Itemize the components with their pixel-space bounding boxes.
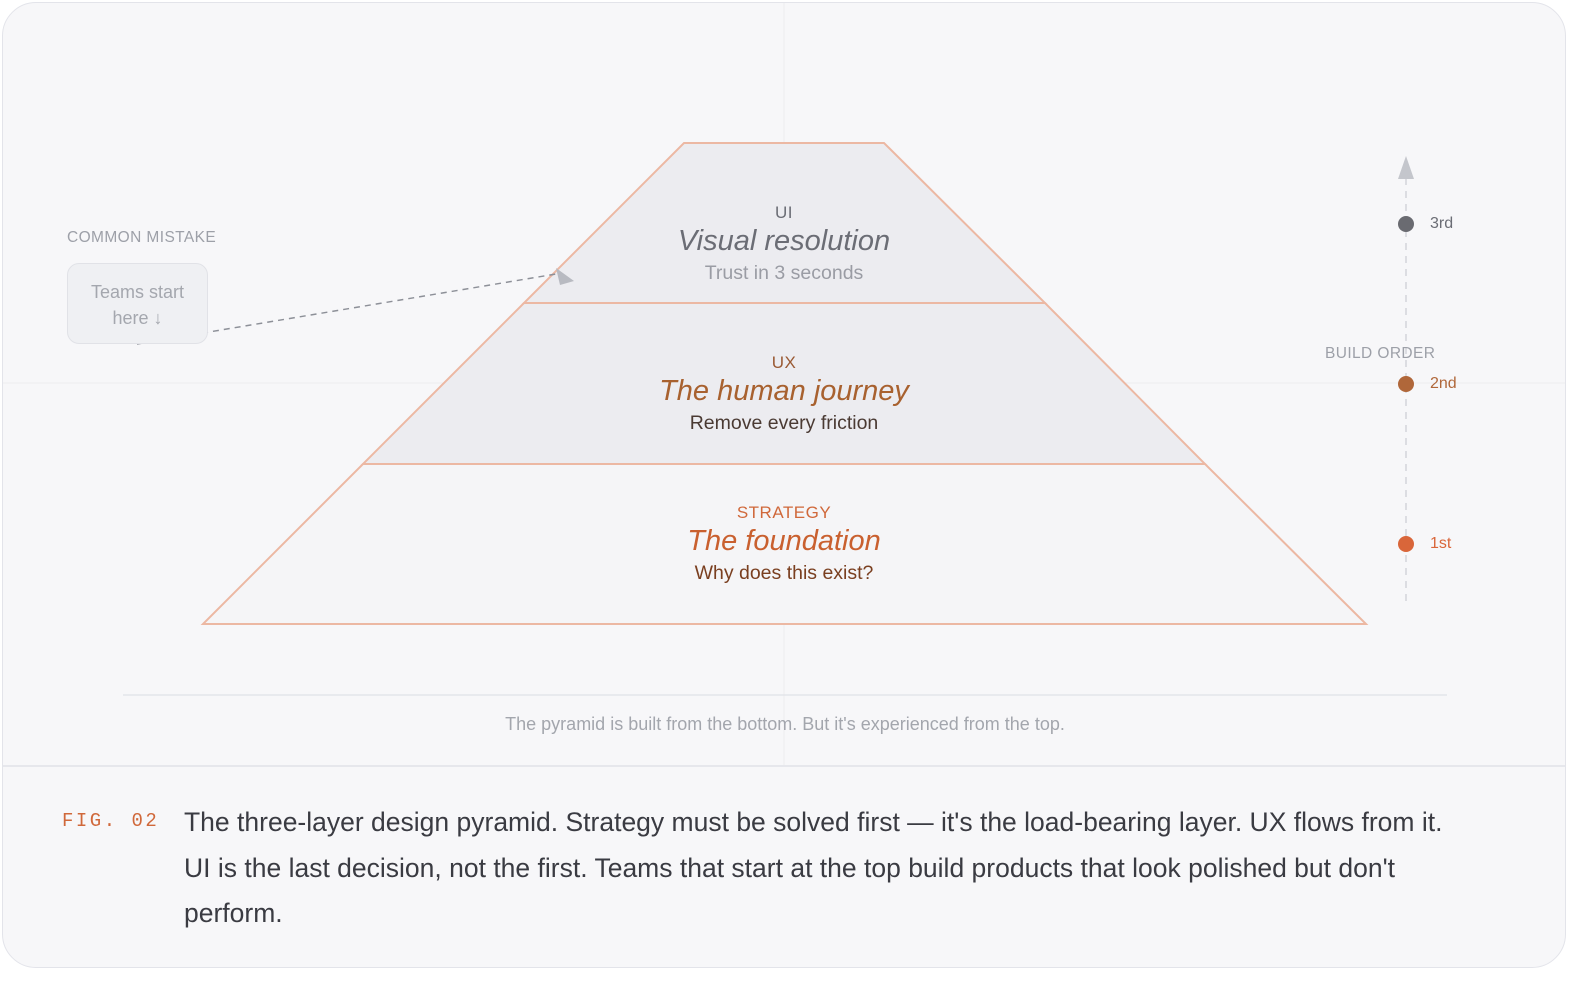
build-order-label: BUILD ORDER [1325, 345, 1436, 362]
caption-divider [3, 765, 1565, 767]
build-order-step-3rd: 3rd [1430, 215, 1454, 232]
build-order-arrow-icon [1398, 156, 1414, 179]
build-order-dot-3rd [1398, 216, 1414, 232]
mistake-box-line-1: Teams start [90, 282, 185, 302]
layer-ui-text: UI Visual resolution Trust in 3 seconds [524, 203, 1044, 285]
figure-card: UI Visual resolution Trust in 3 seconds … [2, 2, 1566, 968]
figure-number: FIG. 02 [62, 810, 160, 832]
build-order-step-1st: 1st [1430, 535, 1452, 552]
build-order-step-2nd: 2nd [1430, 375, 1457, 392]
layer-strategy-kicker: STRATEGY [736, 503, 832, 522]
layer-ux-text: UX The human journey Remove every fricti… [524, 353, 1044, 435]
layer-ui-title: Visual resolution [677, 225, 891, 257]
common-mistake-label: COMMON MISTAKE [67, 229, 217, 246]
layer-ux-subtitle: Remove every friction [689, 412, 879, 434]
pyramid-diagram [3, 3, 1565, 767]
layer-strategy-subtitle: Why does this exist? [694, 562, 874, 584]
layer-ux-title: The human journey [659, 375, 909, 407]
build-order-dot-1st [1398, 536, 1414, 552]
build-order-dot-2nd [1398, 376, 1414, 392]
layer-strategy-text: STRATEGY The foundation Why does this ex… [524, 503, 1044, 585]
layer-ux-kicker: UX [771, 353, 797, 372]
caption-text: The three-layer design pyramid. Strategy… [184, 807, 1443, 928]
diagram-canvas: UI Visual resolution Trust in 3 seconds … [3, 3, 1565, 767]
layer-ui-kicker: UI [775, 203, 793, 222]
figure-caption: FIG. 02 The three-layer design pyramid. … [3, 767, 1565, 967]
mistake-arrow-head [556, 268, 574, 285]
diagram-footnote: The pyramid is built from the bottom. Bu… [505, 714, 1065, 734]
mistake-box-line-2: here ↓ [112, 308, 163, 328]
layer-strategy-title: The foundation [687, 525, 881, 557]
layer-ui-subtitle: Trust in 3 seconds [704, 262, 864, 284]
pyramid-layer-strategy [200, 463, 1369, 625]
common-mistake-box: Teams start here ↓ [67, 263, 208, 344]
